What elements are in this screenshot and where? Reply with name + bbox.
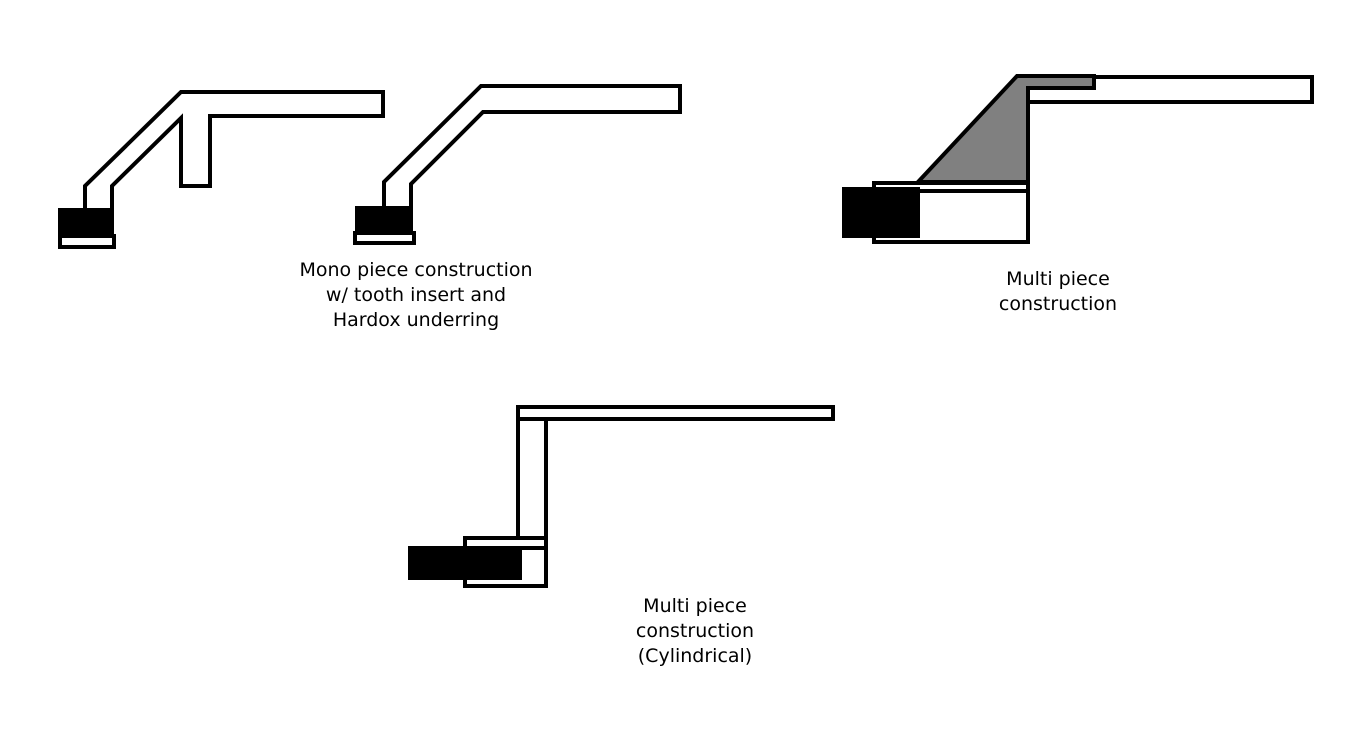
caption-multi-piece-line-2: construction [998, 293, 1118, 315]
profile-with-stem-tooth-insert [58, 208, 114, 238]
caption-cylindrical: Multi piece construction (Cylindrical) [545, 594, 845, 669]
profile-with-stem-body [83, 90, 385, 212]
profile-cylindrical-wall [516, 417, 548, 540]
profile-with-stem [58, 90, 385, 249]
profile-cylindrical-tooth-insert [408, 546, 522, 580]
caption-mono-piece-line-3: Hardox underring [332, 309, 500, 331]
caption-multi-piece: Multi piece construction [908, 267, 1208, 317]
profile-multi-piece [842, 74, 1314, 244]
profile-cylindrical-top-plate [516, 405, 835, 421]
profile-mono-piece-body [382, 84, 682, 210]
profile-mono-piece-tooth-insert [355, 206, 413, 235]
profile-multi-piece-tooth-insert [842, 187, 920, 238]
caption-cylindrical-line-1: Multi piece [643, 595, 747, 617]
caption-mono-piece-line-1: Mono piece construction [299, 259, 533, 281]
caption-cylindrical-line-2: construction [635, 620, 755, 642]
caption-cylindrical-line-3: (Cylindrical) [637, 645, 753, 667]
caption-mono-piece: Mono piece construction w/ tooth insert … [266, 258, 566, 333]
caption-multi-piece-line-1: Multi piece [1006, 268, 1110, 290]
profile-cylindrical [408, 405, 835, 588]
caption-mono-piece-line-2: w/ tooth insert and [325, 284, 507, 306]
profile-mono-piece [353, 84, 682, 245]
